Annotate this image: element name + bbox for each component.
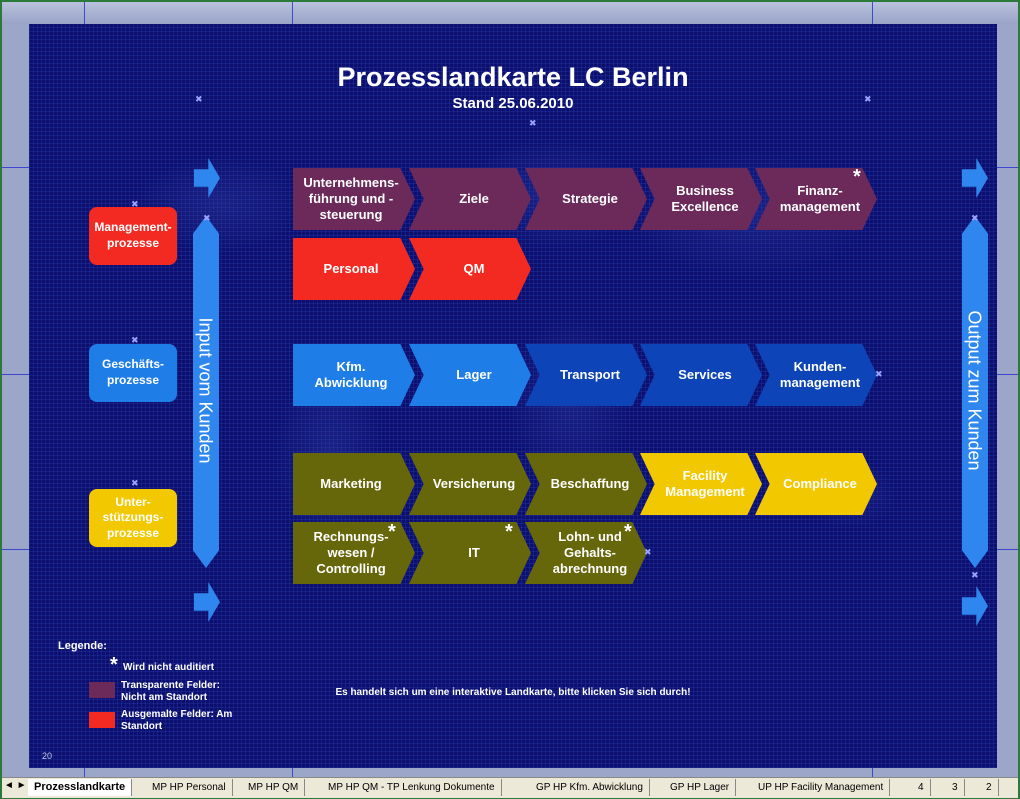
legend-title: Legende: (58, 640, 107, 652)
interactive-note: Es handelt sich um eine interaktive Land… (335, 687, 691, 698)
right-arrow-icon (962, 586, 988, 626)
process-lohn-gehaltsabrechnung[interactable]: Lohn- und Gehalts-abrechnung (525, 522, 647, 584)
tab-mp-hp-qm-tp[interactable]: MP HP QM - TP Lenkung Dokumente (322, 779, 502, 796)
legend-filled-swatch (89, 712, 115, 728)
tab-2[interactable]: 2 (980, 779, 999, 796)
process-transport[interactable]: Transport (525, 344, 647, 406)
process-versicherung[interactable]: Versicherung (409, 453, 531, 515)
tab-gp-hp-kfm[interactable]: GP HP Kfm. Abwicklung (530, 779, 650, 796)
selection-handle: ✖ (971, 213, 979, 223)
tab-4[interactable]: 4 (912, 779, 931, 796)
process-beschaffung[interactable]: Beschaffung (525, 453, 647, 515)
output-label: Output zum Kunden (964, 310, 985, 471)
process-services[interactable]: Services (640, 344, 762, 406)
process-kundenmanagement[interactable]: Kunden-management (755, 344, 877, 406)
not-audited-star-icon: * (624, 521, 632, 543)
selection-handle: ✖ (131, 199, 139, 209)
tab-mp-hp-personal[interactable]: MP HP Personal (146, 779, 233, 796)
presentation-window: Prozesslandkarte LC Berlin Stand 25.06.2… (2, 2, 1018, 777)
not-audited-star-icon: * (853, 166, 861, 188)
selection-handle: ✖ (644, 547, 652, 557)
process-rechnungswesen-controlling[interactable]: Rechnungs-wesen / Controlling (293, 522, 415, 584)
input-bar (193, 216, 219, 568)
category-business[interactable]: Geschäfts-prozesse (89, 344, 177, 402)
process-ziele[interactable]: Ziele (409, 168, 531, 230)
not-audited-star-icon: * (505, 521, 513, 543)
process-qm[interactable]: QM (409, 238, 531, 300)
not-audited-star-icon: * (388, 521, 396, 543)
process-lager[interactable]: Lager (409, 344, 531, 406)
right-arrow-icon (194, 582, 220, 622)
category-support[interactable]: Unter-stützungs-prozesse (89, 489, 177, 547)
legend-filled-text: Ausgemalte Felder: Am Standort (121, 709, 233, 732)
tab-up-hp-facility[interactable]: UP HP Facility Management (752, 779, 891, 796)
tab-gp-hp-lager[interactable]: GP HP Lager (664, 779, 737, 796)
process-strategie[interactable]: Strategie (525, 168, 647, 230)
legend-star-text: Wird nicht auditiert (123, 662, 215, 673)
legend-star-icon: * (110, 654, 118, 676)
tab-prozesslandkarte[interactable]: Prozesslandkarte (28, 779, 133, 796)
selection-handle: ✖ (131, 478, 139, 488)
selection-handle: ✖ (131, 335, 139, 345)
process-unternehmensfuehrung[interactable]: Unternehmens-führung und -steuerung (293, 168, 415, 230)
process-compliance[interactable]: Compliance (755, 453, 877, 515)
process-it[interactable]: IT (409, 522, 531, 584)
sheet-tab-bar: ◄ ► Prozesslandkarte MP HP Personal MP H… (2, 777, 1018, 798)
tab-3[interactable]: 3 (946, 779, 965, 796)
process-business-excellence[interactable]: Business Excellence (640, 168, 762, 230)
tab-scroll-nav[interactable]: ◄ ► (4, 780, 27, 791)
input-label: Input vom Kunden (195, 317, 216, 464)
selection-handle: ✖ (971, 570, 979, 580)
process-kfm-abwicklung[interactable]: Kfm. Abwicklung (293, 344, 415, 406)
category-management[interactable]: Management-prozesse (89, 207, 177, 265)
selection-handle: ✖ (203, 213, 211, 223)
legend-transparent-swatch (89, 682, 115, 698)
process-personal[interactable]: Personal (293, 238, 415, 300)
selection-handle: ✖ (875, 369, 883, 379)
legend-transparent-text: Transparente Felder: Nicht am Standort (121, 680, 220, 703)
process-finanzmanagement[interactable]: Finanz-management (755, 168, 877, 230)
selection-handle: ✖ (864, 94, 872, 104)
process-facility-management[interactable]: Facility Management (640, 453, 762, 515)
process-marketing[interactable]: Marketing (293, 453, 415, 515)
slide-number: 20 (42, 751, 53, 761)
slide-subtitle: Stand 25.06.2010 (452, 95, 574, 112)
output-bar (962, 216, 988, 568)
tab-mp-hp-qm[interactable]: MP HP QM (242, 779, 306, 796)
selection-handle: ✖ (195, 94, 203, 104)
slide-title: Prozesslandkarte LC Berlin (337, 62, 689, 92)
right-arrow-icon (194, 158, 220, 198)
right-arrow-icon (962, 158, 988, 198)
selection-handle: ✖ (529, 118, 537, 128)
slide: Prozesslandkarte LC Berlin Stand 25.06.2… (29, 24, 997, 768)
